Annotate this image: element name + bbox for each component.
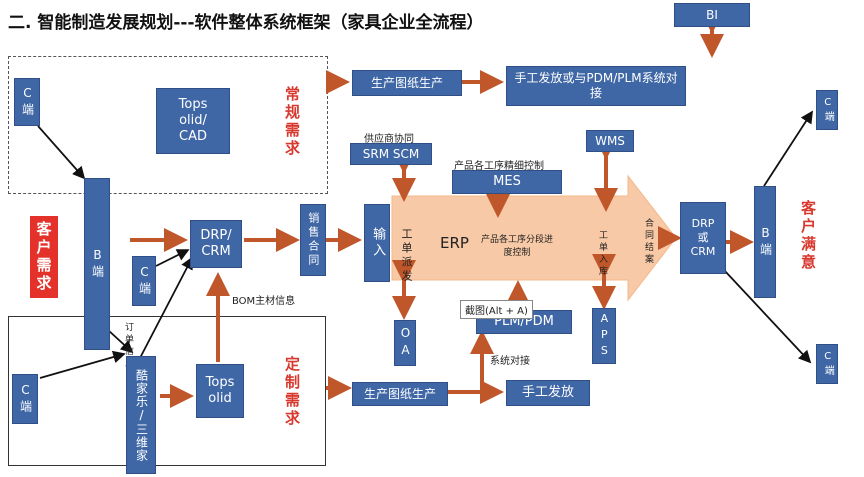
wms-box[interactable]: WMS	[586, 130, 634, 152]
contract-close-label: 合同结案	[643, 218, 653, 266]
arrow-c-to-b	[37, 125, 86, 180]
arrow-kujiale-to-drp	[139, 256, 193, 359]
arrow-c-mid-to-drp	[155, 249, 190, 267]
c-end-right-bottom[interactable]: C端	[816, 344, 838, 384]
manual-release-box[interactable]: 手工发放	[506, 380, 590, 406]
production-drawing-bottom[interactable]: 生产图纸生产	[352, 382, 448, 406]
work-order-storage-label: 工单入库	[597, 230, 607, 278]
custom-demand-region	[8, 316, 326, 466]
progress-control-label: 产品各工序分段进度控制	[480, 235, 553, 258]
customer-satisfaction-label: 客户满意	[799, 200, 817, 272]
order-info-label: 订单信息	[123, 322, 133, 370]
supplier-collab-label: 供应商协同	[364, 134, 414, 145]
erp-label: ERP	[440, 234, 469, 252]
topsolid-cad-box[interactable]: Tops olid/ CAD	[156, 88, 230, 154]
bom-info-label: BOM主材信息	[232, 296, 296, 307]
manual-or-pdm-box[interactable]: 手工发放或与PDM/PLM系统对接	[506, 66, 686, 106]
b-end-left[interactable]: B端	[84, 178, 110, 350]
process-control-label: 产品各工序精细控制	[454, 161, 544, 172]
production-drawing-top[interactable]: 生产图纸生产	[352, 70, 462, 96]
page-title: 二. 智能制造发展规划---软件整体系统框架（家具企业全流程）	[8, 13, 484, 33]
srm-scm-box[interactable]: SRM SCM	[350, 143, 432, 165]
aps-box[interactable]: APS	[592, 308, 616, 364]
screenshot-tooltip: 截图(Alt + A)	[460, 300, 533, 319]
arrow-b-to-kujiale	[107, 329, 134, 354]
custom-demand-label: 定制需求	[283, 356, 301, 428]
arrow-b-to-c-top	[763, 110, 813, 187]
c-end-top-left[interactable]: C端	[14, 78, 40, 126]
c-end-bottom-left[interactable]: C端	[12, 374, 38, 424]
kujiale-box[interactable]: 酷家乐/三维家	[126, 356, 156, 474]
standard-demand-region	[8, 56, 328, 194]
standard-demand-label: 常规需求	[283, 86, 301, 158]
c-end-right-top[interactable]: C端	[816, 90, 838, 130]
oa-box[interactable]: OA	[394, 320, 416, 366]
mes-box[interactable]: MES	[452, 170, 562, 194]
work-order-dispatch-label: 工单派发	[400, 228, 413, 284]
c-end-mid[interactable]: C端	[132, 256, 156, 306]
sales-contract-box[interactable]: 销售合同	[300, 204, 326, 276]
drp-crm-right[interactable]: DRP 或 CRM	[680, 202, 726, 274]
b-end-right[interactable]: B端	[754, 186, 776, 298]
arrow-c-bottom-to-kujiale	[39, 350, 126, 379]
topsolid-bottom-box[interactable]: Tops olid	[196, 364, 244, 418]
arrow-b-to-c-bottom	[723, 269, 812, 364]
bi-box[interactable]: BI	[674, 3, 750, 27]
input-box[interactable]: 输入	[364, 204, 390, 282]
system-link-label: 系统对接	[490, 356, 530, 367]
customer-demand-badge: 客户需求	[30, 216, 58, 298]
drp-crm-left[interactable]: DRP/ CRM	[190, 220, 242, 268]
